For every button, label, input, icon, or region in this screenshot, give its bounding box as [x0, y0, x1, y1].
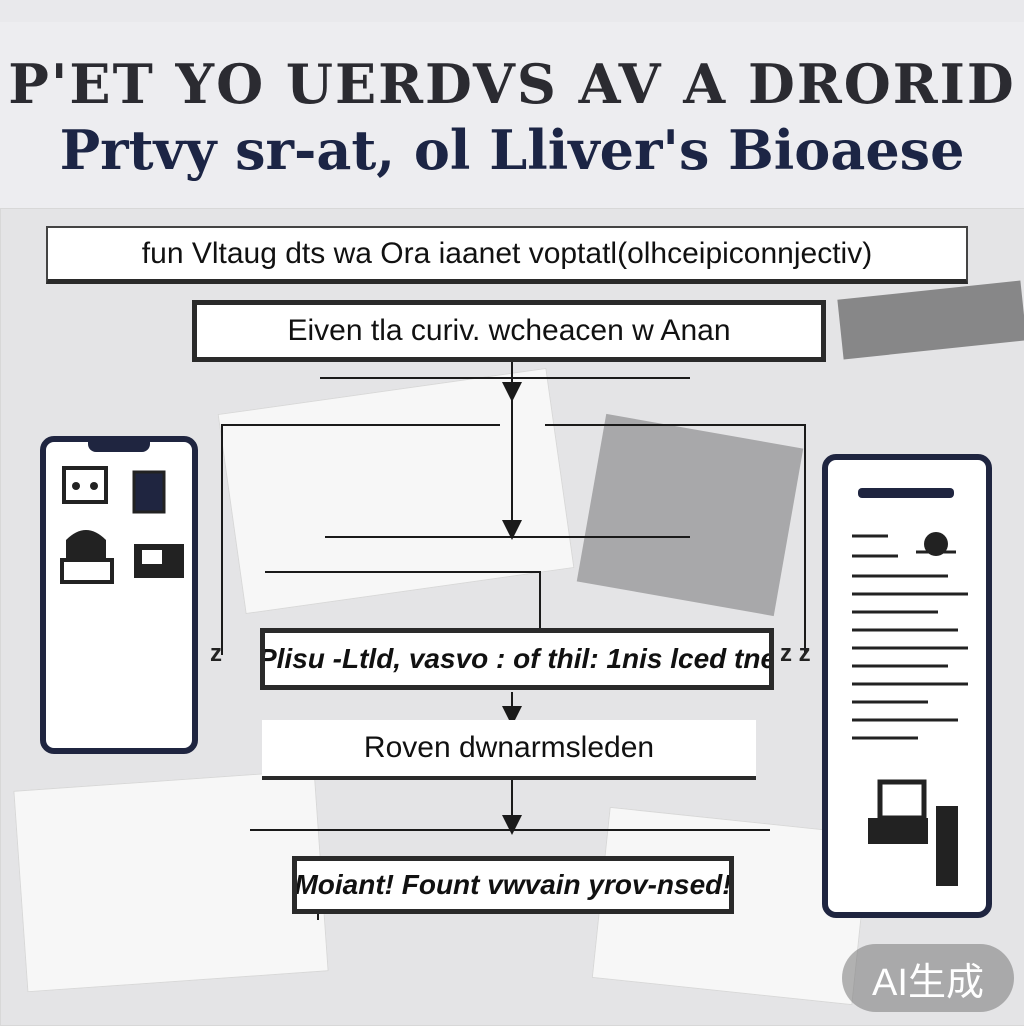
- header-band: [0, 22, 1024, 208]
- person-icon: [66, 530, 106, 560]
- side-mark-right: z z: [780, 640, 811, 667]
- printer-icon: [877, 779, 927, 821]
- connector-line: [545, 424, 806, 655]
- document-icon: [132, 470, 166, 514]
- phone-left-screen: [60, 466, 184, 584]
- connector-line: [221, 424, 500, 655]
- connector-line: [265, 571, 541, 630]
- device-icon: [62, 466, 108, 504]
- flow-box-2: Eiven tla curiv. wcheacen w Anan: [192, 300, 826, 362]
- title-line-2: Prtvy sr-at, ol Lliver's Bioaese: [59, 118, 965, 182]
- phone-notch: [88, 436, 150, 452]
- flow-box-1: fun Vltaug dts wa Ora iaanet voptatl(olh…: [46, 226, 968, 284]
- phone-right: [822, 454, 992, 918]
- ai-generated-badge: AI生成: [842, 944, 1014, 1012]
- figure-icon: [936, 806, 958, 886]
- flow-box-4: Roven dwnarmsleden: [262, 720, 756, 780]
- phone-right-screen: [852, 532, 968, 886]
- flow-box-3: Plisu -Ltld, vasvo : of thil: 1nis lced …: [260, 628, 774, 690]
- title-line-1: P'ET YO UERDVS AV A DRORID: [8, 52, 1016, 116]
- phone-left: [40, 436, 198, 754]
- flow-box-5: Moiant! Fount vwvain yrov-nsed!: [292, 856, 734, 914]
- profile-icon: [924, 532, 948, 556]
- side-mark-left: z: [210, 640, 222, 667]
- text-lines: [852, 534, 968, 740]
- phone-header-bar: [858, 488, 954, 498]
